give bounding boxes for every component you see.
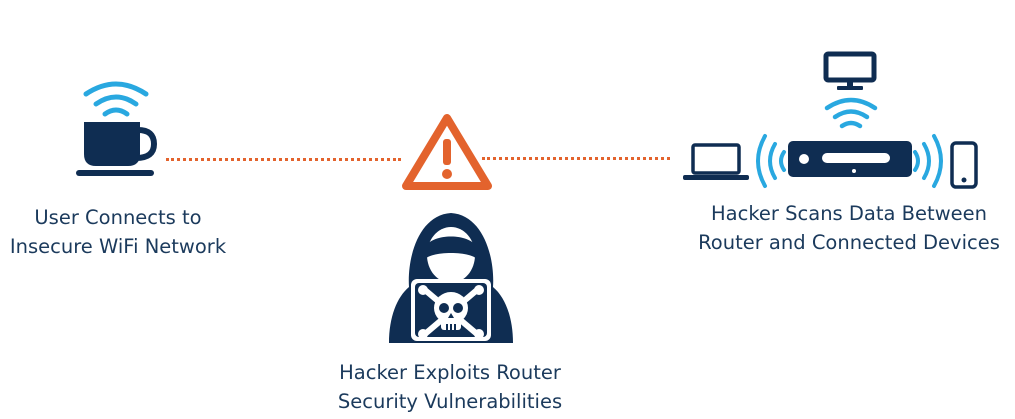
signal-wave-icon bbox=[756, 134, 786, 188]
smartphone-icon bbox=[950, 141, 978, 189]
user-caption: User Connects to Insecure WiFi Network bbox=[2, 203, 234, 261]
dotted-connector-right bbox=[482, 157, 670, 160]
wifi-icon bbox=[824, 97, 878, 129]
user-caption-line1: User Connects to bbox=[34, 206, 202, 229]
router-icon bbox=[788, 141, 912, 177]
dotted-connector-left bbox=[166, 158, 401, 161]
monitor-icon bbox=[823, 51, 877, 90]
hacker-caption-line1: Hacker Exploits Router bbox=[339, 361, 561, 384]
router-caption-line1: Hacker Scans Data Between bbox=[711, 202, 987, 225]
skull-crossbones-icon bbox=[418, 285, 484, 339]
user-caption-line2: Insecure WiFi Network bbox=[9, 235, 227, 258]
router-caption-line2: Router and Connected Devices bbox=[698, 231, 1000, 254]
wifi-icon bbox=[83, 81, 149, 117]
router-caption: Hacker Scans Data Between Router and Con… bbox=[688, 199, 1010, 257]
signal-wave-icon bbox=[913, 134, 943, 188]
coffee-cup-icon bbox=[76, 122, 158, 176]
hacker-caption-line2: Security Vulnerabilities bbox=[337, 390, 563, 413]
warning-triangle-icon bbox=[402, 114, 492, 190]
laptop-icon bbox=[683, 143, 749, 180]
hacker-caption: Hacker Exploits Router Security Vulnerab… bbox=[325, 358, 575, 416]
